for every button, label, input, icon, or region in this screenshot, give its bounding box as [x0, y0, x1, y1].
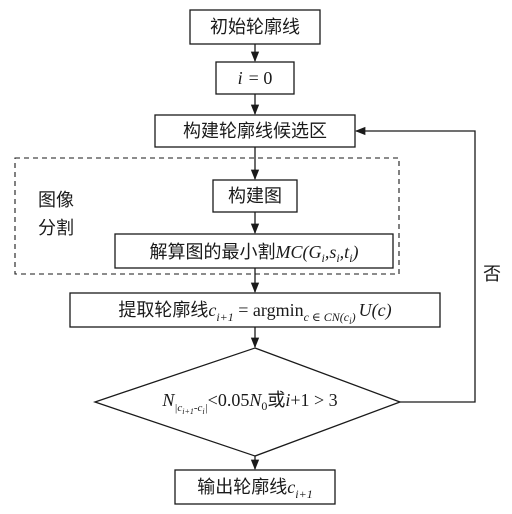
node-build-candidate — [154, 114, 356, 148]
node-initial-contour — [189, 9, 321, 45]
node-i-init — [215, 61, 295, 95]
node-decision-label: N|ci+1-ci|<0.05N0或i+1 > 3 — [161, 390, 337, 416]
group-label-line1: 图像 — [38, 190, 74, 211]
edge-label-no: 否 — [483, 264, 501, 285]
node-i-init-label: i= 0 — [238, 68, 273, 88]
image-segmentation-group — [14, 157, 400, 275]
node-output-contour-label: 输出轮廓线ci+1 — [197, 477, 312, 501]
node-initial-contour-label: 初始轮廓线 — [210, 17, 300, 38]
node-extract-contour — [69, 292, 441, 328]
node-build-candidate-label: 构建轮廓线候选区 — [183, 121, 327, 142]
node-extract-contour-label: 提取轮廓线ci+1 = argminc ∈ CN(ci)U(c) — [118, 300, 391, 326]
group-label-line2: 分割 — [38, 218, 74, 239]
node-build-graph-label: 构建图 — [228, 186, 282, 207]
arrow-loop-back — [354, 126, 476, 403]
node-build-graph — [212, 179, 298, 213]
node-solve-mincut-label: 解算图的最小割MC(Gi,si,ti) — [149, 242, 358, 265]
node-solve-mincut — [114, 233, 394, 269]
